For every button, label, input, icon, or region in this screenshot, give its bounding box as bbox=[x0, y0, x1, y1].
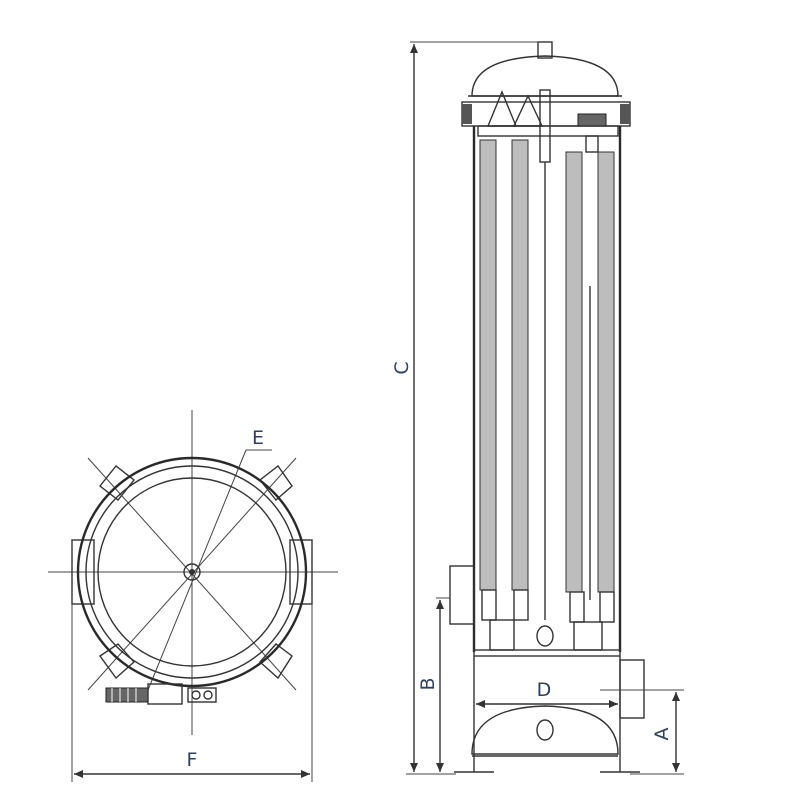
flange-bolt-right bbox=[620, 104, 630, 124]
drain-port bbox=[536, 719, 554, 741]
outlet-nozzle bbox=[619, 659, 645, 719]
clamp-bolt bbox=[105, 683, 217, 705]
center-hub bbox=[183, 563, 201, 581]
outer-clamp-ring bbox=[76, 456, 308, 688]
filter-element-3 bbox=[565, 151, 583, 593]
middle-ring bbox=[85, 465, 299, 679]
filter-element-1 bbox=[479, 139, 497, 591]
dim-label-e: E bbox=[252, 427, 264, 449]
hold-down-nut bbox=[577, 113, 607, 127]
spring-holder bbox=[585, 135, 599, 153]
dim-label-b: B bbox=[417, 677, 439, 690]
side-view: C B D A bbox=[391, 41, 684, 775]
inner-ring bbox=[97, 477, 287, 667]
spring-tip-left bbox=[486, 90, 518, 127]
bottom-dish bbox=[471, 705, 619, 755]
flange-bolt-left bbox=[462, 104, 472, 124]
filter-element-4 bbox=[597, 151, 615, 593]
tube-plate bbox=[477, 125, 619, 137]
inlet-nozzle bbox=[449, 565, 475, 625]
leader-line-e bbox=[147, 449, 247, 691]
center-dot bbox=[189, 569, 195, 575]
vent-nozzle bbox=[537, 41, 553, 59]
mounting-lugs bbox=[99, 464, 293, 680]
dim-label-c: C bbox=[391, 361, 413, 374]
bottom-plate bbox=[473, 649, 621, 657]
legs bbox=[454, 656, 640, 773]
top-view: F E bbox=[48, 410, 338, 782]
spring-tip-mid bbox=[512, 94, 544, 127]
dome-lid bbox=[471, 55, 619, 97]
dim-label-d: D bbox=[537, 679, 552, 701]
dim-label-f: F bbox=[187, 749, 198, 771]
dim-label-a: A bbox=[651, 728, 673, 741]
filter-element-2 bbox=[511, 139, 529, 591]
element-connectors bbox=[481, 589, 615, 651]
